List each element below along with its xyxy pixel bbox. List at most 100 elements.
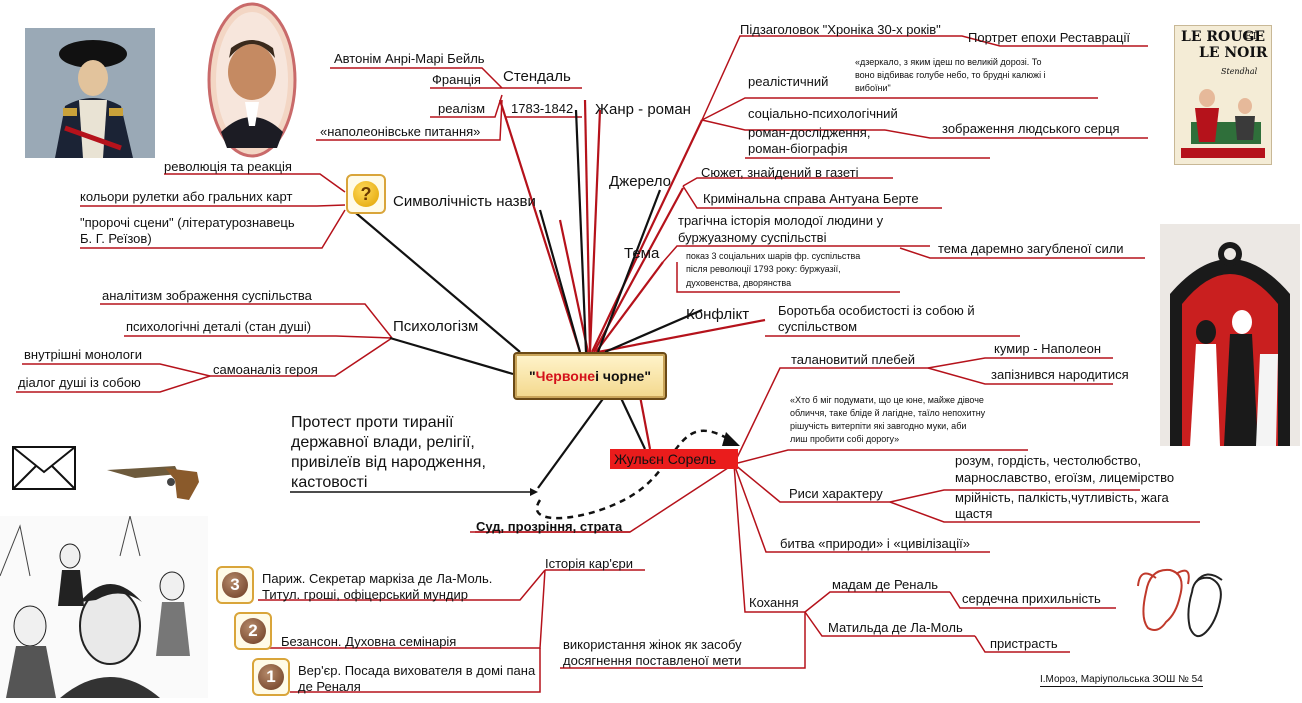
central-quote-open: " bbox=[529, 368, 536, 384]
conflict-label: Конфлікт bbox=[686, 306, 750, 323]
career-step-3-badge: 3 bbox=[216, 566, 254, 604]
women-means-line1: використання жінок як засобу bbox=[563, 637, 742, 652]
traits-line2: марнославство, егоїзм, лицемірство bbox=[955, 470, 1175, 485]
protest-line3: привілеїв від народження, bbox=[291, 454, 486, 471]
tragic-story-line2: буржуазному суспільстві bbox=[678, 230, 827, 245]
method-text: реалізм bbox=[438, 101, 486, 116]
career-step-3-line2: Титул. гроші, офіцерський мундир bbox=[262, 587, 469, 602]
stendhal-portrait-image bbox=[207, 2, 297, 158]
pseudonym-text: Автонім Анрі-Марі Бейль bbox=[334, 51, 485, 66]
characters-sketch-image bbox=[0, 515, 208, 698]
revolution-reaction-text: революція та реакція bbox=[164, 159, 292, 174]
heartfelt-affection-text: сердечна прихильність bbox=[962, 591, 1101, 606]
career-step-3-line1: Париж. Секретар маркіза де Ла-Моль. bbox=[262, 571, 493, 586]
author-credit: І.Мороз, Маріупольська ЗОШ № 54 bbox=[1040, 674, 1203, 687]
julien-quote-line2: обличчя, таке бліде й лагідне, таїло неп… bbox=[790, 408, 986, 418]
inner-monologues-text: внутрішні монологи bbox=[24, 347, 143, 362]
envelope-icon bbox=[12, 446, 76, 490]
book-title-line3: LE NOIR bbox=[1199, 45, 1268, 61]
mirror-quote-line2: воно відбиває голубе небо, то брудні кал… bbox=[855, 70, 1046, 80]
napoleon-portrait-image bbox=[25, 28, 155, 158]
protest-line4: кастовості bbox=[291, 474, 368, 491]
analytism-text: аналітизм зображення суспільства bbox=[102, 288, 312, 303]
career-step-1-line2: де Реналя bbox=[298, 679, 361, 694]
traits-line3: мрійність, палкість,чутливість, жага bbox=[955, 490, 1169, 505]
career-step-2-number: 2 bbox=[240, 618, 266, 644]
central-title-red: Червоне bbox=[535, 368, 596, 384]
human-heart-text: зображення людського серця bbox=[942, 121, 1120, 136]
conflict-line1: Боротьба особистості із собою й bbox=[778, 303, 975, 318]
book-title-line2: ET bbox=[1245, 32, 1258, 42]
wasted-strength-text: тема даремно загубленої сили bbox=[938, 241, 1124, 256]
couple-sketch-image bbox=[1136, 562, 1228, 648]
prophetic-scenes-line1: "пророчі сцени" (літературознавець bbox=[80, 215, 295, 230]
research-novel-text: роман-дослідження, bbox=[748, 125, 871, 140]
julien-quote-line3: рішучість витерпіти які завгодно муки, а… bbox=[790, 421, 967, 431]
question-icon: ? bbox=[346, 174, 386, 214]
plebeian-text: талановитий плебей bbox=[791, 352, 916, 367]
character-traits-label: Риси характеру bbox=[789, 486, 883, 501]
biography-novel-text: роман-біографія bbox=[748, 141, 848, 156]
central-topic-node: "Червоне і чорне" bbox=[513, 352, 667, 400]
career-step-3-number: 3 bbox=[222, 572, 248, 598]
soul-dialogue-text: діалог душі із собою bbox=[18, 375, 141, 390]
protest-line2: державної влади, релігії, bbox=[291, 434, 475, 451]
women-means-line2: досягнення поставленої мети bbox=[563, 653, 742, 668]
career-step-1-line1: Вер'єр. Посада вихователя в домі пана bbox=[298, 663, 536, 678]
theme-label: Тема bbox=[624, 245, 660, 262]
years-text: 1783-1842 bbox=[511, 101, 574, 116]
career-step-2-text: Безансон. Духовна семінарія bbox=[281, 634, 457, 649]
traits-line1: розум, гордість, честолюбство, bbox=[955, 453, 1142, 468]
realistic-text: реалістичний bbox=[748, 74, 829, 89]
source-label: Джерело bbox=[609, 173, 671, 190]
book-cover-image: LE ROUGE ET LE NOIR Stendhal bbox=[1174, 25, 1272, 165]
red-black-illustration-image bbox=[1160, 224, 1300, 446]
psych-details-text: психологічні деталі (стан душі) bbox=[126, 319, 312, 334]
trial-text: Суд, прозріння, страта bbox=[476, 519, 623, 534]
nature-civilization-text: битва «природи» і «цивілізації» bbox=[780, 536, 970, 551]
career-step-1-number: 1 bbox=[258, 664, 284, 690]
question-mark: ? bbox=[353, 181, 379, 207]
mathilde-text: Матильда де Ла-Моль bbox=[828, 620, 963, 635]
criminal-case-text: Кримінальна справа Антуана Берте bbox=[703, 191, 919, 206]
julien-sorel-node: Жульєн Сорель bbox=[610, 449, 738, 469]
napoleon-question-text: «наполеонівське питання» bbox=[320, 124, 481, 139]
born-late-text: запізнився народитися bbox=[991, 367, 1129, 382]
socio-psych-text: соціально-психологічний bbox=[748, 106, 898, 121]
julien-quote-line1: «Хто б міг подумати, що це юне, майже ді… bbox=[790, 395, 984, 405]
madame-renal-text: мадам де Реналь bbox=[832, 577, 939, 592]
career-step-1-badge: 1 bbox=[252, 658, 290, 696]
newspaper-plot-text: Сюжет, знайдений в газеті bbox=[701, 165, 859, 180]
traits-line4: щастя bbox=[955, 506, 993, 521]
book-title-line1: LE ROUGE bbox=[1181, 29, 1266, 45]
social-layers-line3: духовенства, дворянства bbox=[686, 278, 792, 288]
career-history-label: Історія кар'єри bbox=[545, 556, 633, 571]
passion-text: пристрасть bbox=[990, 636, 1058, 651]
title-symbolism-label: Символічність назви bbox=[393, 193, 536, 210]
love-label: Кохання bbox=[749, 595, 799, 610]
psychologism-label: Психологізм bbox=[393, 318, 479, 335]
central-title-rest: і чорне bbox=[595, 368, 645, 384]
central-quote-close: " bbox=[644, 368, 651, 384]
julien-quote-line4: лиш пробити собі дорогу» bbox=[790, 434, 900, 444]
book-author: Stendhal bbox=[1221, 67, 1258, 76]
conflict-line2: суспільством bbox=[778, 319, 858, 334]
country-text: Франція bbox=[432, 72, 481, 87]
protest-line1: Протест проти тиранії bbox=[291, 414, 454, 431]
mirror-quote-line1: «дзеркало, з яким ідеш по великій дорозі… bbox=[855, 57, 1042, 67]
genre-label: Жанр - роман bbox=[595, 101, 691, 118]
social-layers-line1: показ 3 соціальних шарів фр. суспільства bbox=[686, 251, 861, 261]
roulette-colors-text: кольори рулетки або гральних карт bbox=[80, 189, 293, 204]
prophetic-scenes-line2: Б. Г. Реїзов) bbox=[80, 231, 152, 246]
epoch-portrait-text: Портрет епохи Реставрації bbox=[968, 30, 1130, 45]
napoleon-idol-text: кумир - Наполеон bbox=[994, 341, 1101, 356]
social-layers-line2: після революції 1793 року: буржуазії, bbox=[686, 264, 841, 274]
mirror-quote-line3: вибоїни" bbox=[855, 83, 891, 93]
stendhal-label: Стендаль bbox=[503, 68, 571, 85]
subtitle-text: Підзаголовок "Хроніка 30-х років" bbox=[740, 22, 941, 37]
pistol-icon bbox=[105, 460, 201, 502]
career-step-2-badge: 2 bbox=[234, 612, 272, 650]
self-analysis-text: самоаналіз героя bbox=[213, 362, 318, 377]
tragic-story-line1: трагічна історія молодої людини у bbox=[678, 213, 884, 228]
